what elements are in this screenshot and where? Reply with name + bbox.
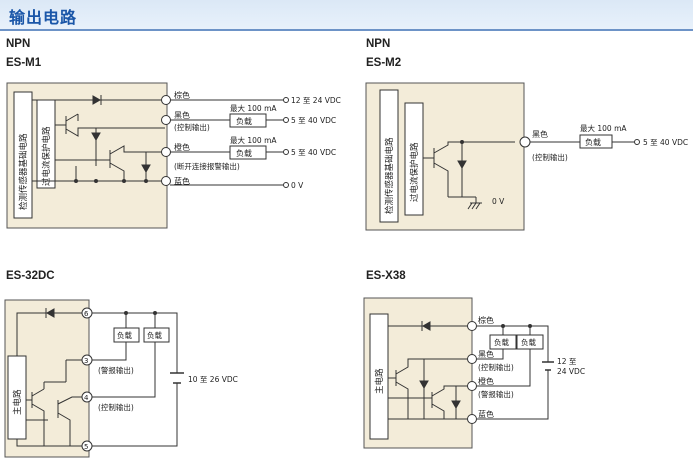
m1-zero-text: 0 V	[291, 181, 304, 190]
m1-supply-text: 12 至 24 VDC	[291, 96, 341, 105]
dc-t5: 5	[84, 443, 88, 451]
m1-v1-text: 5 至 40 VDC	[291, 116, 336, 125]
x38-transistor-2	[388, 385, 468, 419]
x38-orange-sub: (警报输出)	[478, 389, 514, 399]
m1-ground-wire	[32, 166, 165, 182]
dc-load-2-text: 负载	[147, 330, 162, 340]
m1-transistor-2	[55, 145, 165, 181]
m2-load-text: 负载	[585, 137, 601, 147]
m1-orange-label: 橙色	[174, 142, 190, 152]
m1-orange-sub: (断开连接报警输出)	[174, 161, 240, 171]
m1-black-sub: (控制输出)	[174, 122, 210, 132]
m1-v2-text: 5 至 40 VDC	[291, 148, 336, 157]
m1-model-label: ES-M1	[6, 57, 42, 69]
m2-protect-block	[404, 102, 424, 216]
m1-load-1	[229, 113, 267, 128]
dc-transistor-2	[26, 396, 84, 430]
m2-v-text: 5 至 40 VDC	[643, 138, 688, 147]
m1-black-label: 黑色	[174, 110, 190, 120]
dc-transistor-1	[26, 388, 45, 430]
x38-black-label: 黑色	[478, 349, 494, 359]
dc-load-1-text: 负载	[117, 330, 132, 340]
x38-blue-label: 蓝色	[478, 409, 494, 419]
dc-t4: 4	[84, 394, 89, 402]
m1-max-2: 最大 100 mA	[230, 135, 277, 145]
x38-orange-terminal	[467, 381, 477, 391]
dc-external-wires	[92, 312, 178, 447]
x38-black-terminal	[467, 354, 477, 364]
m2-ground-icon	[467, 197, 482, 210]
m1-blue-terminal	[161, 176, 171, 186]
x38-diode-icon	[421, 321, 431, 331]
x38-main-block	[369, 313, 389, 440]
dc-t3: 3	[84, 357, 88, 365]
dc-circuit: 主电路 6 3 4 5 (警报输出) (控制输出) 负载 负载 10 至 26 …	[4, 299, 238, 458]
x38-supply-b: 24 VDC	[557, 367, 585, 376]
x38-load-1-text: 负载	[494, 337, 509, 347]
m1-load-2	[229, 145, 267, 160]
x38-blue-terminal	[467, 414, 477, 424]
x38-brown-terminal	[467, 321, 477, 331]
m2-zero-text: 0 V	[492, 197, 505, 206]
m2-black-label: 黑色	[532, 129, 548, 139]
dc-main-text: 主电路	[12, 389, 23, 415]
m1-protect-text: 过电流保护电路	[41, 126, 52, 186]
header-band	[0, 0, 693, 31]
x38-model-label: ES-X38	[366, 270, 406, 282]
m2-max-text: 最大 100 mA	[580, 123, 627, 133]
m1-black-terminal	[161, 115, 171, 125]
dc-control-text: (控制输出)	[98, 402, 134, 412]
m2-protect-text: 过电流保护电路	[409, 142, 420, 202]
x38-load-2-text: 负载	[521, 337, 536, 347]
m1-brown-terminal	[161, 95, 171, 105]
m1-load-2-text: 负载	[236, 148, 252, 158]
x38-external-wires	[477, 325, 549, 420]
m1-external-wires	[170, 99, 283, 186]
m2-load	[579, 134, 613, 149]
dc-supply-text: 10 至 26 VDC	[188, 375, 238, 384]
m1-top-diode-icon	[92, 95, 102, 105]
m1-brown-label: 棕色	[174, 90, 190, 100]
x38-brown-label: 棕色	[478, 315, 494, 325]
m1-circuit: 检测传感器基础电路 过电流保护电路 棕色 黑色 (控制输出) 橙色 (断开连接报…	[6, 82, 341, 229]
m1-sensor-box	[6, 82, 168, 229]
x38-load-2	[516, 334, 544, 350]
page-title: 输出电路	[9, 8, 78, 27]
x38-battery-icon	[542, 361, 554, 371]
m1-load-1-text: 负载	[236, 116, 252, 126]
dc-model-label: ES-32DC	[6, 270, 55, 282]
m1-orange-terminal	[161, 147, 171, 157]
m2-black-terminal	[519, 136, 531, 148]
m1-base-circuit-block	[13, 91, 33, 219]
dc-load-1	[113, 327, 140, 343]
m2-model-label: ES-M2	[366, 57, 402, 69]
x38-main-text: 主电路	[374, 368, 385, 394]
x38-transistor-1	[388, 358, 468, 419]
m1-blue-label: 蓝色	[174, 176, 190, 186]
m2-base-circuit-block	[379, 89, 399, 223]
x38-black-sub: (控制输出)	[478, 362, 514, 372]
m1-npn-label: NPN	[6, 38, 31, 50]
dc-alarm-text: (警报输出)	[98, 365, 134, 375]
x38-supply-a: 12 至	[557, 357, 577, 366]
m2-black-sub: (控制输出)	[532, 152, 568, 162]
dc-t6: 6	[84, 310, 89, 318]
x38-orange-label: 橙色	[478, 376, 494, 386]
x38-circuit: 主电路 棕色 黑色 (控制输出) 橙色 (警报输出) 蓝色 负载 负载 12 至…	[363, 297, 585, 449]
m1-base-circuit-text: 检测传感器基础电路	[18, 133, 29, 210]
m1-max-1: 最大 100 mA	[230, 103, 277, 113]
dc-diode-icon	[45, 308, 55, 318]
x38-load-1	[489, 334, 517, 350]
dc-battery-icon	[170, 372, 184, 384]
m2-transistor	[423, 141, 515, 197]
m2-base-circuit-text: 检测传感器基础电路	[384, 137, 395, 214]
dc-load-2	[143, 327, 170, 343]
m1-transistor-1	[55, 113, 165, 137]
m2-npn-label: NPN	[366, 38, 391, 50]
m2-circuit: 检测传感器基础电路 过电流保护电路 0 V 黑色 (控制输出) 负载 最大 10…	[365, 82, 688, 231]
